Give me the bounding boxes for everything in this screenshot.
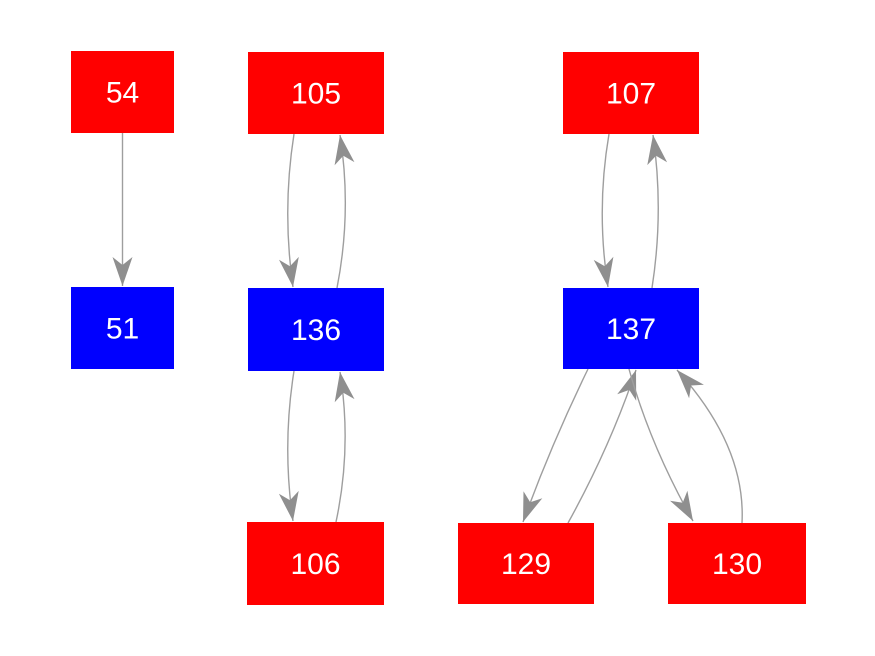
node-label: 106 — [290, 548, 340, 581]
node-129 — [458, 523, 594, 604]
node-107 — [563, 52, 699, 134]
node-105 — [248, 52, 384, 134]
arrowhead-icon — [647, 135, 668, 166]
arrowhead-icon — [670, 490, 693, 521]
node-130 — [668, 523, 806, 604]
arrowhead-icon — [279, 256, 299, 287]
arrowhead-icon — [278, 490, 299, 521]
edge-137-130 — [628, 368, 694, 522]
edge-129-137 — [567, 369, 637, 524]
node-106 — [247, 522, 384, 605]
arrowhead-icon — [334, 372, 355, 403]
edge-130-137 — [676, 369, 743, 524]
node-54 — [71, 51, 174, 133]
node-label: 136 — [291, 314, 341, 347]
node-136 — [248, 288, 384, 371]
node-137 — [563, 288, 699, 369]
node-label: 105 — [291, 78, 341, 111]
edge-137-129 — [522, 368, 589, 523]
arrowhead-icon — [112, 257, 133, 286]
arrowhead-icon — [593, 256, 614, 287]
node-label: 137 — [606, 313, 656, 346]
node-label: 107 — [606, 78, 656, 111]
arrowhead-icon — [334, 135, 355, 166]
arrowhead-icon — [677, 370, 704, 399]
node-51 — [71, 287, 174, 369]
arrowhead-icon — [523, 491, 543, 522]
node-label: 51 — [106, 313, 139, 346]
node-label: 130 — [712, 548, 762, 581]
node-label: 54 — [106, 77, 139, 110]
node-label: 129 — [501, 548, 551, 581]
